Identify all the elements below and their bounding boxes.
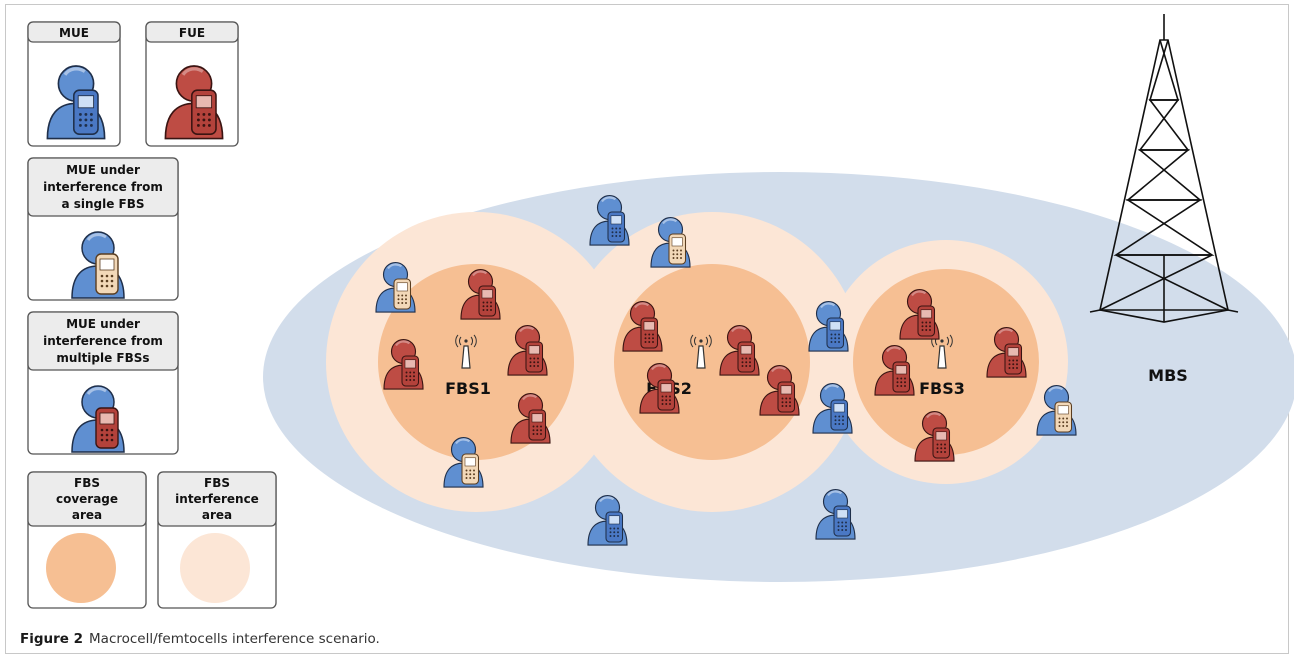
caption-label: Figure 2 bbox=[20, 631, 84, 647]
legend-coverage-line-1: FBS bbox=[74, 476, 100, 490]
legend-coverage: FBS coverage area bbox=[27, 471, 147, 609]
caption-text: Macrocell/femtocells interference scenar… bbox=[89, 631, 380, 647]
legend-single-line-3: a single FBS bbox=[61, 197, 144, 211]
legend-interference-line-3: area bbox=[202, 508, 232, 522]
legend-fue: FUE bbox=[145, 21, 239, 147]
legend: MUE FUE MUE under interference from a si… bbox=[27, 21, 277, 609]
fbs2-coverage-area bbox=[614, 264, 810, 460]
fbs3-label: FBS3 bbox=[919, 379, 965, 398]
network-scene: FBS1 FBS2 FBS3 MBS bbox=[263, 14, 1294, 582]
legend-multi-line-1: MUE under bbox=[66, 317, 140, 331]
legend-interference: FBS interference area bbox=[157, 471, 277, 609]
legend-coverage-line-3: area bbox=[72, 508, 102, 522]
legend-single-line-1: MUE under bbox=[66, 163, 140, 177]
legend-mue-single: MUE under interference from a single FBS bbox=[27, 157, 179, 301]
legend-fue-label: FUE bbox=[179, 26, 205, 40]
interference-area-swatch bbox=[180, 533, 250, 603]
legend-multi-line-3: multiple FBSs bbox=[56, 351, 149, 365]
legend-interference-line-2: interference bbox=[175, 492, 259, 506]
fbs1-label: FBS1 bbox=[445, 379, 491, 398]
legend-multi-line-2: interference from bbox=[43, 334, 163, 348]
figure-caption: Figure 2 Macrocell/femtocells interferenc… bbox=[20, 631, 380, 647]
legend-mue-label: MUE bbox=[59, 26, 89, 40]
coverage-area-swatch bbox=[46, 533, 116, 603]
legend-mue-multi: MUE under interference from multiple FBS… bbox=[27, 311, 179, 455]
legend-single-line-2: interference from bbox=[43, 180, 163, 194]
mbs-label: MBS bbox=[1148, 366, 1188, 385]
legend-coverage-line-2: coverage bbox=[56, 492, 118, 506]
legend-mue: MUE bbox=[27, 21, 121, 147]
legend-interference-line-1: FBS bbox=[204, 476, 230, 490]
mbs-tower-icon bbox=[1089, 14, 1239, 323]
